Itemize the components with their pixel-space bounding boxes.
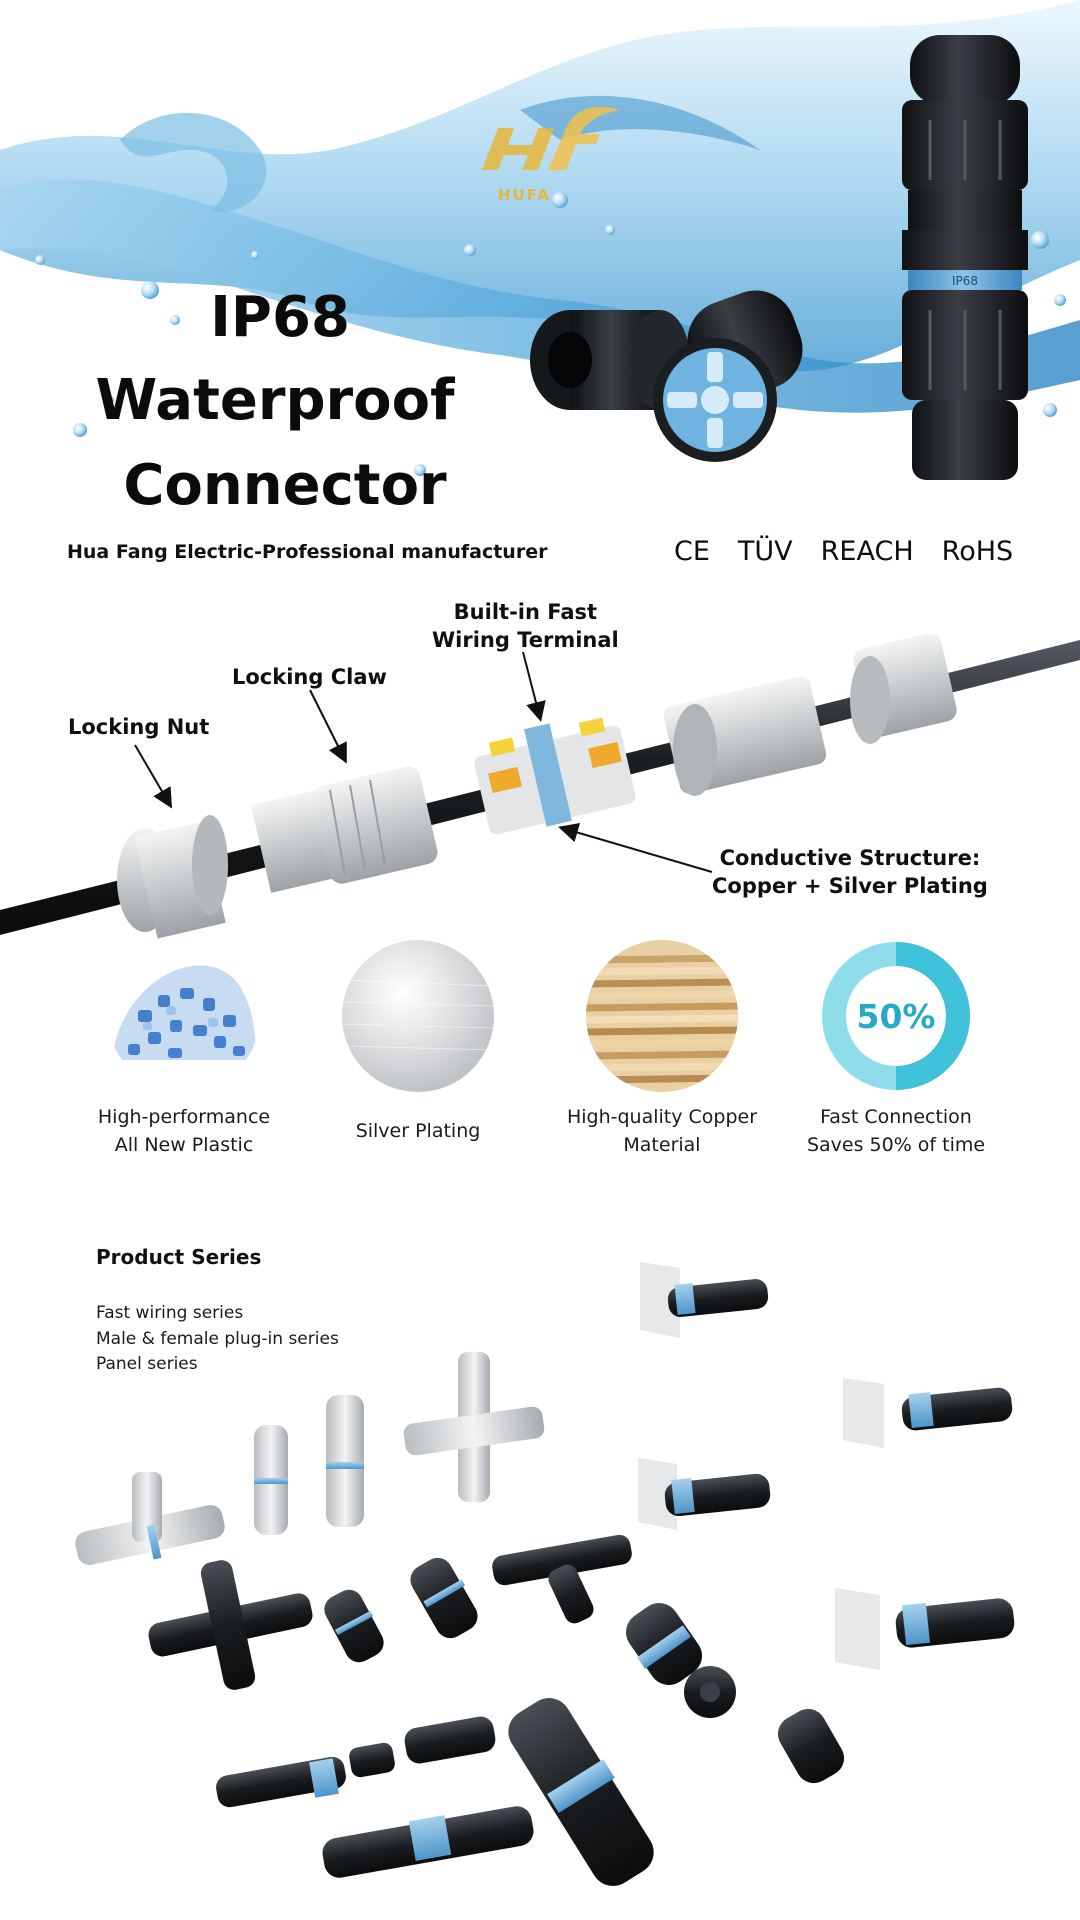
ring-progress: [895, 942, 970, 1090]
arrow-locking-claw: [309, 689, 347, 764]
open-terminal-connector: [653, 290, 803, 462]
series-item-plug-in: Male & female plug-in series: [96, 1328, 339, 1349]
grey-cross-connector: [403, 1352, 545, 1502]
logo-mark-icon: [482, 106, 620, 170]
feature-fast-label: Fast Connection Saves 50% of time: [807, 1104, 985, 1160]
feature-plastic: High-performance All New Plastic: [54, 940, 314, 1160]
cert-tuv: TÜV: [737, 536, 793, 567]
cable-gland-connector: [530, 310, 690, 410]
arrow-terminal: [522, 651, 546, 722]
right-housing-part: [663, 633, 957, 796]
brand-logo: HUFA: [470, 100, 630, 210]
locking-nut-part: [117, 815, 228, 939]
exploded-connector-illustration: [0, 633, 1080, 939]
headline-ip68: IP68: [210, 285, 350, 350]
copper-rods-icon: [586, 940, 738, 1092]
product-series-gallery: [75, 1262, 1015, 1886]
panel-connector-mid: [843, 1378, 1013, 1448]
series-title: Product Series: [96, 1245, 262, 1269]
cert-rohs: RoHS: [941, 536, 1014, 567]
feature-fast: 50% Fast Connection Saves 50% of time: [766, 940, 1026, 1160]
black-cross-connector: [148, 1560, 313, 1690]
feature-plastic-label: High-performance All New Plastic: [98, 1104, 270, 1160]
feature-silver: Silver Plating: [288, 940, 548, 1160]
callout-conductive-line1: Conductive Structure:: [719, 846, 981, 870]
logo-text: HUFA: [498, 186, 551, 204]
panel-connector-top: [640, 1262, 769, 1338]
certification-row: CE TÜV REACH RoHS: [674, 536, 1013, 567]
grey-inline-connector-tall: [326, 1395, 364, 1527]
locking-claw-part: [250, 766, 438, 893]
callout-terminal: Built-in Fast Wiring Terminal: [432, 598, 619, 655]
black-plug-connector: [625, 1603, 845, 1784]
connector-band-label: IP68: [952, 274, 978, 288]
callout-conductive: Conductive Structure: Copper + Silver Pl…: [712, 844, 988, 901]
feature-copper-line1: High-quality Copper: [566, 1106, 758, 1129]
feature-silver-line1: Silver Plating: [355, 1120, 481, 1143]
feature-copper-label: High-quality Copper Material: [567, 1104, 757, 1160]
callout-locking-claw: Locking Claw: [232, 665, 387, 689]
grey-t-connector: [75, 1472, 225, 1565]
feature-fast-line2: Saves 50% of time: [806, 1134, 986, 1156]
feature-fast-line1: Fast Connection: [820, 1106, 972, 1129]
feature-copper-line2: Material: [623, 1134, 701, 1156]
cert-ce: CE: [674, 536, 710, 567]
series-item-fast-wiring: Fast wiring series: [96, 1303, 244, 1323]
hero-banner: HUFA IP68 Waterproof Connector IP68: [0, 0, 1080, 580]
headline-connector: Connector: [123, 453, 447, 518]
feature-silver-label: Silver Plating: [356, 1104, 481, 1160]
product-series: Product Series Fast wiring series Male &…: [0, 1200, 1080, 1920]
feature-plastic-line1: High-performance: [97, 1106, 271, 1129]
arrow-conductive: [558, 822, 713, 873]
panel-connector-center: [638, 1458, 771, 1530]
feature-plastic-line2: All New Plastic: [114, 1134, 254, 1156]
hero-connector-products: IP68: [530, 35, 1028, 480]
hero-subline: Hua Fang Electric-Professional manufactu…: [67, 541, 548, 563]
feature-highlights: High-performance All New Plastic Silver …: [0, 940, 1080, 1190]
callout-locking-nut: Locking Nut: [68, 715, 210, 739]
black-inline-connector-b: [410, 1557, 478, 1639]
plastic-pellets-icon: [108, 940, 260, 1092]
series-item-panel: Panel series: [96, 1354, 198, 1374]
exploded-view-diagram: Locking Nut Locking Claw Built-in Fast W…: [0, 580, 1080, 940]
panel-connector-bottom: [835, 1588, 1015, 1670]
callout-terminal-line1: Built-in Fast: [453, 600, 598, 624]
series-list: Fast wiring series Male & female plug-in…: [96, 1301, 339, 1378]
black-long-connector: [508, 1698, 654, 1886]
wiring-terminal-part: [474, 717, 636, 835]
feature-copper: High-quality Copper Material: [532, 940, 792, 1160]
grey-inline-connector-small: [254, 1425, 288, 1535]
headline-waterproof: Waterproof: [95, 368, 455, 433]
black-t-connector: [492, 1534, 632, 1624]
arrow-locking-nut: [134, 744, 173, 809]
water-droplets: [35, 192, 1066, 476]
black-mated-pair-connector: [216, 1716, 496, 1808]
water-splash-background: [0, 0, 1080, 476]
black-inline-connector-a: [324, 1589, 384, 1663]
silver-disc-icon: [342, 940, 494, 1092]
callout-conductive-line2: Copper + Silver Plating: [712, 874, 988, 899]
vertical-connector: IP68: [902, 35, 1028, 480]
black-inline-connector-bottom: [322, 1806, 534, 1878]
callout-terminal-line2: Wiring Terminal: [432, 628, 619, 653]
ring-value: 50%: [857, 997, 936, 1036]
percent-ring-icon: 50%: [820, 940, 972, 1092]
cert-reach: REACH: [820, 536, 914, 567]
